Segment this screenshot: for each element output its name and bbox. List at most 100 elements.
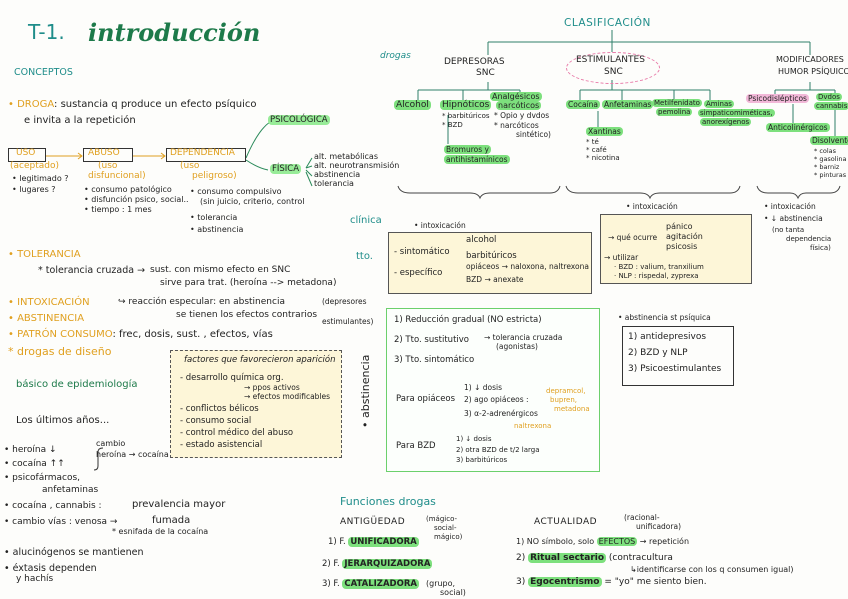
dep-sub1: (uso bbox=[180, 161, 200, 171]
dep-intox: • intoxicación bbox=[414, 221, 466, 230]
abstinencia-line: • ABSTINENCIA bbox=[8, 313, 85, 324]
dependencia-label: DEPENDENCIA bbox=[170, 148, 235, 158]
depresoras-tto-box bbox=[388, 232, 592, 294]
tto-opiaceos: opiáceos → naloxona, naltrexona bbox=[466, 262, 589, 271]
est-intox: • intoxicación bbox=[626, 202, 678, 211]
func-1: 1) F. UNIFICADORA bbox=[328, 537, 419, 547]
dep-b4: • abstinencia bbox=[190, 225, 244, 234]
dep-sub2: peligroso) bbox=[192, 171, 237, 181]
op-1: 1) ↓ dosis bbox=[464, 383, 502, 392]
mod-abst: • ↓ abstinencia bbox=[764, 214, 823, 223]
factor-5: - estado asistencial bbox=[180, 440, 263, 450]
tol-def2: sust. con mismo efecto en SNC bbox=[150, 265, 291, 275]
bz-2: 2) otra BZD de t/2 larga bbox=[456, 446, 540, 454]
funciones-heading: Funciones drogas bbox=[340, 495, 436, 508]
abstinencia-box bbox=[386, 308, 600, 472]
intox-def: ↪ reacción especular: en abstinencia bbox=[118, 297, 285, 307]
tto-label: tto. bbox=[356, 251, 373, 262]
ana-2: * narcóticos bbox=[494, 121, 539, 130]
cat-hipnoticos: Hipnóticos bbox=[440, 100, 492, 110]
cat-derivados-2: cannabis bbox=[814, 102, 848, 110]
psicologica-label: PSICOLÓGICA bbox=[268, 115, 330, 125]
xan-2: * café bbox=[586, 146, 607, 154]
psiq-2: 2) BZD y NLP bbox=[628, 348, 688, 358]
abst-r2: 2) Tto. sustitutivo bbox=[394, 335, 469, 345]
op-2: 2) ago opiáceos : bbox=[464, 395, 529, 404]
dis-3: * barniz bbox=[814, 163, 840, 171]
mod-intox: • intoxicación bbox=[764, 202, 816, 211]
cat-analgesicos: Analgésicos bbox=[490, 92, 542, 101]
fisica-label: FÍSICA bbox=[270, 164, 302, 174]
uso-sub: (aceptado) bbox=[10, 161, 59, 171]
epi-cambio: cambio bbox=[96, 439, 126, 448]
abst-def: se tienen los efectos contrarios bbox=[176, 310, 318, 320]
bzd-est: · BZD : valium, tranxilium bbox=[614, 263, 704, 271]
cat-bromuros-1: Bromuros y bbox=[444, 145, 491, 154]
abuso-b1: • consumo patológico bbox=[84, 185, 172, 194]
factor-4: - control médico del abuso bbox=[180, 428, 294, 438]
factor-1a: → ppos activos bbox=[244, 383, 300, 392]
act-2: 2) Ritual sectario (contracultura bbox=[516, 553, 673, 563]
uso-label: USO bbox=[16, 148, 36, 158]
epi-1: • heroína ↓ bbox=[4, 445, 57, 455]
epi-5b: fumada bbox=[152, 515, 191, 526]
cat-derivados-1: Dvdos bbox=[816, 93, 842, 101]
epi-4b: prevalencia mayor bbox=[132, 499, 226, 510]
conceptos-heading: CONCEPTOS bbox=[14, 67, 73, 78]
page-title: introducción bbox=[88, 18, 261, 47]
title-number: T-1. bbox=[28, 20, 65, 44]
dep-b3: • tolerancia bbox=[190, 213, 238, 222]
tol-def3: sirve para trat. (heroína --> metadona) bbox=[160, 278, 337, 288]
cat-aminas-3: anorexígenos bbox=[700, 118, 752, 126]
antiguedad-label: ANTIGÜEDAD bbox=[340, 517, 406, 527]
mod-abst3: dependencia bbox=[786, 235, 832, 243]
act-note1: (racional- bbox=[624, 513, 660, 522]
cat-metilfenidato-1: Metilfenidato bbox=[652, 99, 702, 107]
actualidad-label: ACTUALIDAD bbox=[534, 517, 598, 527]
cat-metilfenidato-2: pemolina bbox=[656, 108, 693, 116]
dependencia-box bbox=[166, 148, 246, 162]
clasificacion-heading: CLASIFICACIÓN bbox=[564, 17, 651, 29]
cat-disolventes: Disolventes bbox=[810, 136, 848, 145]
xan-1: * té bbox=[586, 138, 599, 146]
epi-5c: * esnifada de la cocaína bbox=[112, 527, 209, 536]
cat-anfetaminas: Anfetaminas bbox=[602, 100, 654, 109]
cat-cocaina: Cocaína bbox=[566, 100, 600, 109]
op-4: naltrexona bbox=[514, 422, 552, 430]
cat-narcoticos: narcóticos bbox=[496, 101, 542, 110]
panico: pánico bbox=[666, 222, 693, 231]
act-3: 3) Egocentrismo = "yo" me siento bien. bbox=[516, 577, 707, 587]
cat-xantinas: Xantinas bbox=[586, 127, 623, 136]
ant-note3: mágico) bbox=[434, 533, 463, 541]
drogas-label: drogas bbox=[380, 51, 411, 61]
tol-def1: * tolerancia cruzada → bbox=[38, 265, 146, 276]
que-ocurre: → qué ocurre bbox=[608, 233, 658, 242]
ultimos-anios: Los últimos años... bbox=[16, 415, 110, 426]
disenio-line: * drogas de diseño bbox=[8, 345, 112, 358]
func-3c: social) bbox=[440, 588, 466, 597]
abuso-b2: • disfunción psico, social.. bbox=[84, 195, 189, 204]
modificadores-1: MODIFICADORES bbox=[776, 55, 844, 64]
dis-2: * gasolina bbox=[814, 155, 847, 163]
factor-1: - desarrollo química org. bbox=[180, 373, 284, 383]
act-1: 1) NO símbolo, solo EFECTOS → repetición bbox=[516, 537, 690, 546]
uso-q1: • legitimado ? bbox=[12, 174, 69, 183]
fisica-3: abstinencia bbox=[314, 170, 361, 179]
mod-abst4: física) bbox=[810, 244, 831, 252]
intox-line: • INTOXICACIÓN bbox=[8, 297, 90, 308]
abst-r3: 3) Tto. sintomático bbox=[394, 355, 475, 365]
clinica-label: clínica bbox=[350, 215, 382, 226]
estimulantes-tto-box bbox=[600, 214, 752, 284]
basico-epidemiologia: básico de epidemiología bbox=[16, 379, 138, 390]
epi-5: • cambio vías : venosa → bbox=[4, 517, 118, 527]
abst-r2b: → tolerancia cruzada bbox=[484, 333, 563, 342]
sintomatico: - sintomático bbox=[394, 247, 450, 257]
func-3b: (grupo, bbox=[426, 579, 456, 588]
abuso-sub2: disfuncional) bbox=[88, 171, 146, 181]
epi-7: • éxtasis dependen bbox=[4, 563, 97, 574]
cat-psicodislepticos: Psicodislépticos bbox=[746, 94, 809, 103]
nlp-est: · NLP : rispedal, zyprexa bbox=[614, 272, 699, 280]
bz-1: 1) ↓ dosis bbox=[456, 435, 492, 443]
act-2c: ↳identificarse con los q consumen igual) bbox=[630, 565, 794, 574]
cat-aminas-2: simpaticomiméticas, bbox=[698, 109, 775, 117]
